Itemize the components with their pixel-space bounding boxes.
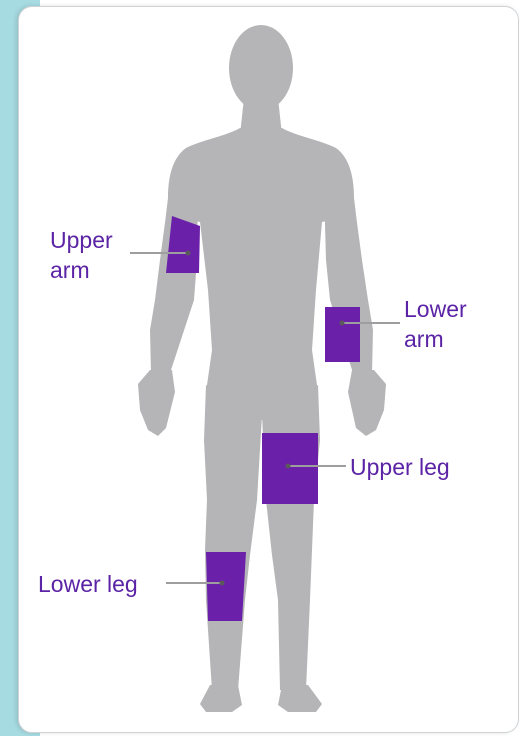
upper-arm-label-line2: arm bbox=[50, 255, 113, 285]
upper-leg-leader-dot bbox=[286, 464, 291, 469]
human-silhouette bbox=[138, 25, 386, 712]
left-foot bbox=[200, 685, 242, 712]
lower-arm-label: Lower arm bbox=[404, 294, 467, 354]
upper-arm-leader-dot bbox=[186, 251, 191, 256]
lower-arm-label-line2: arm bbox=[404, 324, 467, 354]
lower-arm-label-line1: Lower bbox=[404, 294, 467, 324]
right-hand bbox=[348, 370, 386, 436]
left-leg bbox=[204, 385, 262, 690]
right-foot bbox=[278, 685, 322, 712]
lower-leg-label: Lower leg bbox=[38, 569, 138, 599]
lower-leg-zone bbox=[206, 552, 246, 621]
upper-arm-label: Upper arm bbox=[50, 225, 113, 285]
left-hand bbox=[138, 370, 175, 436]
lower-arm-zone bbox=[325, 307, 360, 362]
lower-leg-leader-dot bbox=[220, 581, 225, 586]
lower-arm-leader-dot bbox=[340, 321, 345, 326]
left-arm bbox=[150, 185, 198, 373]
upper-leg-zone bbox=[262, 433, 318, 504]
upper-arm-label-line1: Upper bbox=[50, 225, 113, 255]
right-leg bbox=[262, 385, 320, 690]
upper-arm-zone bbox=[166, 216, 200, 273]
upper-leg-label: Upper leg bbox=[350, 452, 450, 482]
